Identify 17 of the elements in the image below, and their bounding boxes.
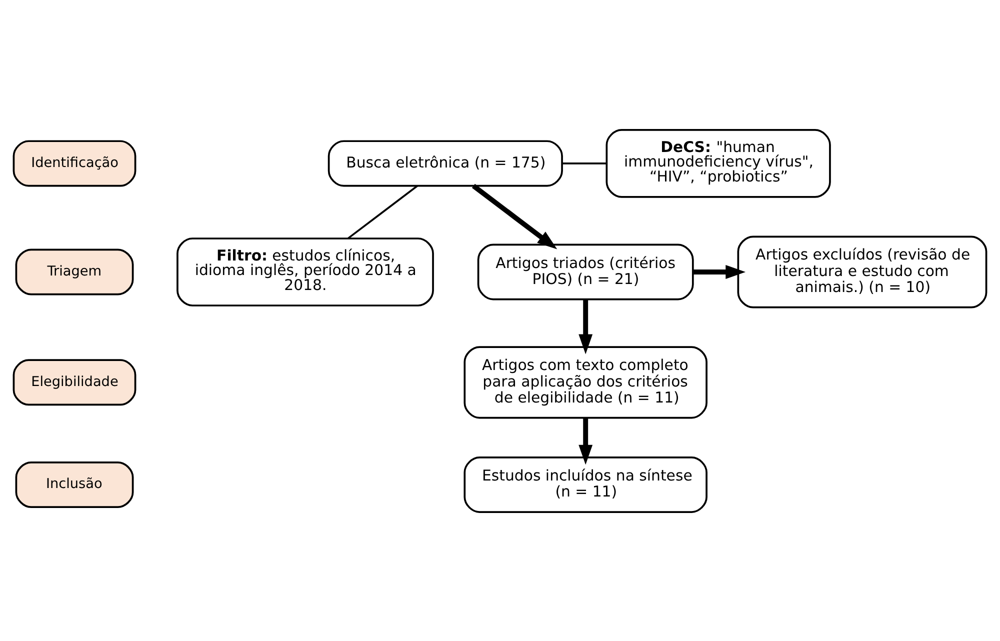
node-box: Artigos excluídos (revisão de literatura e estudo com animais.) (n = 10): [737, 235, 988, 308]
arrow: [578, 298, 593, 354]
node-box: Triagem: [15, 248, 134, 295]
node-box: Artigos com texto completo para aplicação dos critérios de elegibilidade (n = 11): [464, 346, 708, 418]
node-box: Estudos incluídos na síntese (n = 11): [464, 456, 708, 512]
connector: [348, 184, 418, 239]
node-box: Artigos triados (critérios PIOS) (n = 21): [477, 243, 694, 300]
node-box: Busca eletrônica (n = 175): [328, 140, 563, 186]
connector: [562, 162, 606, 164]
arrow: [578, 418, 593, 464]
node-box: Elegibilidade: [12, 358, 136, 406]
arrow: [693, 264, 746, 278]
node-box: Inclusão: [15, 461, 134, 508]
node-box: Identificação: [12, 140, 136, 186]
node-box: DeCS: "human immunodeficiency vírus", “HIV”, “probiotics”: [606, 128, 831, 198]
arrow: [472, 183, 558, 249]
node-box: Filtro: estudos clínicos, idioma inglês, período 2014 a 2018.: [176, 237, 434, 306]
